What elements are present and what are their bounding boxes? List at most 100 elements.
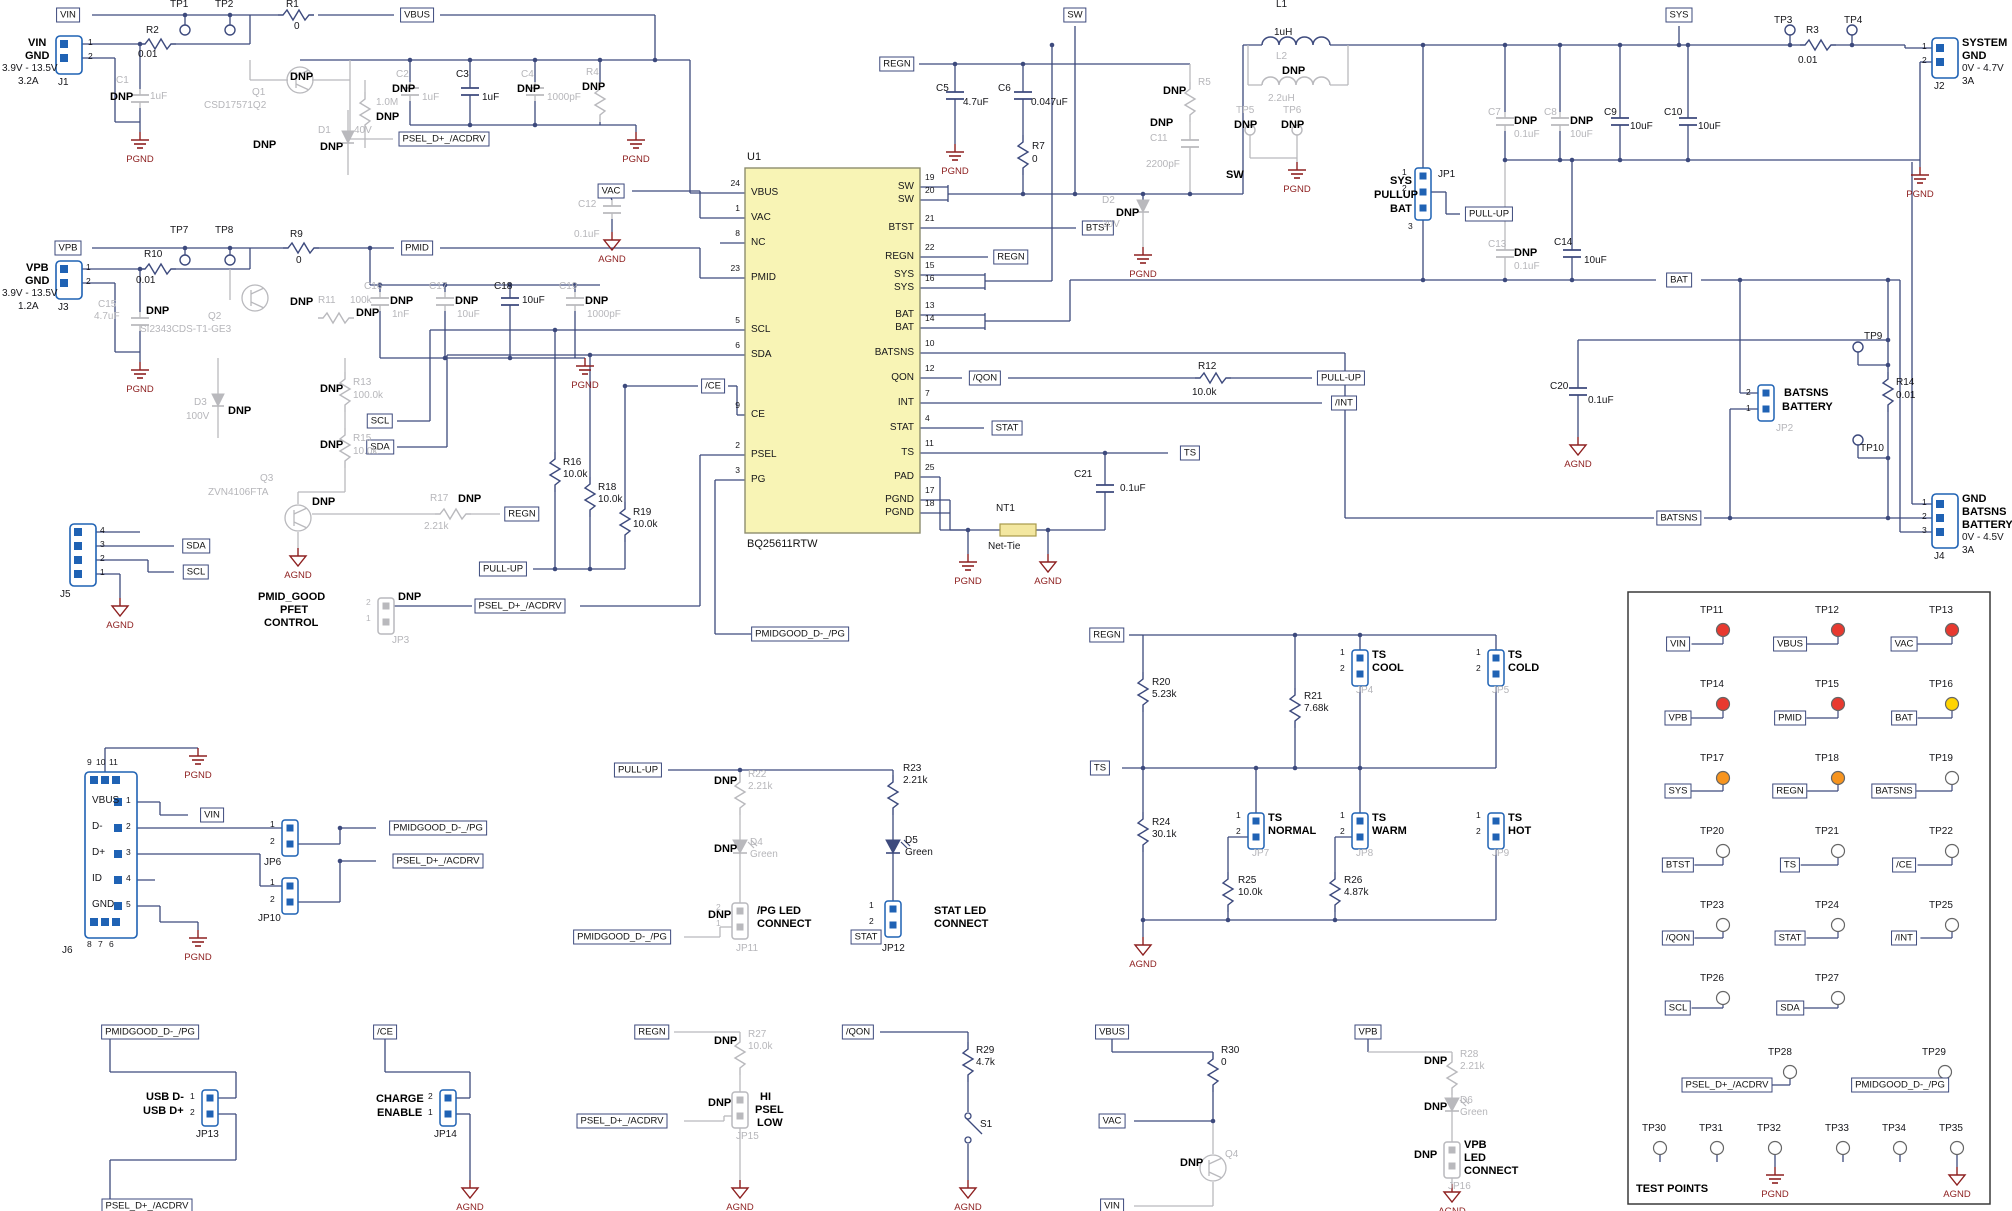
panel-test-point: [1892, 1140, 1908, 1156]
test-points-panel: [1627, 591, 1991, 1205]
resistor-symbol: [733, 775, 747, 815]
junction-dot: [1072, 191, 1078, 197]
ground-label: PGND: [1129, 269, 1157, 280]
jumper-pin: [382, 602, 390, 610]
connector-pin: [112, 776, 120, 784]
resistor-symbol: [618, 502, 632, 542]
connector-body: [69, 523, 97, 587]
panel-test-point: [1830, 917, 1846, 933]
junction-dot: [652, 57, 658, 63]
jumper-pin: [382, 618, 390, 626]
junction-dot: [367, 245, 373, 251]
led-symbol: [1444, 1097, 1460, 1113]
junction-dot: [1292, 765, 1298, 771]
resistor-symbol: [1136, 812, 1150, 852]
jumper-pin: [1252, 817, 1260, 825]
ground-agnd-icon: [460, 1187, 480, 1200]
junction-dot: [1140, 917, 1146, 923]
connector-pin: [1936, 528, 1944, 536]
panel-test-point: [1937, 1064, 1953, 1080]
resistor-symbol: [1288, 688, 1302, 728]
junction-dot: [442, 355, 448, 361]
jumper-body: [731, 1091, 749, 1129]
resistor-symbol: [1800, 38, 1836, 52]
jumper-body: [1487, 812, 1505, 850]
panel-test-point: [1782, 1064, 1798, 1080]
ground-label: PGND: [126, 384, 154, 395]
ground-agnd-icon: [1947, 1174, 1967, 1187]
junction-dot: [1357, 632, 1363, 638]
connector-pin: [1936, 58, 1944, 66]
resistor-symbol: [1328, 872, 1342, 912]
junction-dot: [1187, 191, 1193, 197]
junction-dot: [1685, 157, 1691, 163]
junction-dot: [1045, 527, 1051, 533]
connector-pin: [114, 902, 122, 910]
net-tie: [999, 523, 1037, 537]
panel-test-point: [1830, 770, 1846, 786]
panel-test-point: [1949, 1140, 1965, 1156]
junction-dot: [1617, 42, 1623, 48]
resistor-symbol: [318, 311, 354, 325]
ground-label: PGND: [571, 380, 599, 391]
ground-label: AGND: [106, 620, 134, 631]
resistor-symbol: [1206, 1052, 1220, 1092]
ground-label: PGND: [126, 154, 154, 165]
junction-dot: [1727, 515, 1733, 521]
jumper-pin: [206, 1110, 214, 1118]
jumper-pin: [736, 907, 744, 915]
transistor-symbol: [1208, 1171, 1223, 1179]
junction-dot: [467, 57, 473, 63]
junction-dot: [965, 527, 971, 533]
jumper-pin: [1492, 817, 1500, 825]
ground-agnd-icon: [958, 1187, 978, 1200]
connector-pin: [60, 265, 68, 273]
junction-dot: [507, 355, 513, 361]
jumper-pin: [1356, 670, 1364, 678]
ground-agnd-icon: [1442, 1191, 1462, 1204]
connector-pin: [112, 918, 120, 926]
junction-dot: [552, 566, 558, 572]
junction-dot: [1020, 61, 1026, 67]
jumper-pin: [736, 1112, 744, 1120]
ic-body: [744, 167, 921, 534]
resistor-symbol: [1183, 82, 1197, 122]
panel-test-point: [1944, 843, 1960, 859]
resistor-symbol: [283, 241, 319, 255]
resistor-symbol: [278, 8, 314, 22]
transistor-symbol: [250, 287, 265, 295]
switch-s1: [965, 1117, 983, 1135]
junction-dot: [1676, 42, 1682, 48]
panel-test-point: [1715, 696, 1731, 712]
panel-test-point: [1715, 917, 1731, 933]
jumper-body: [281, 877, 299, 915]
ground-label: AGND: [954, 1202, 982, 1211]
transistor-symbol: [295, 83, 310, 91]
connector-pin: [114, 850, 122, 858]
ground-label: AGND: [1943, 1189, 1971, 1200]
panel-test-point: [1944, 622, 1960, 638]
ground-agnd-icon: [730, 1187, 750, 1200]
inductor-symbol: [1261, 76, 1331, 86]
junction-dot: [442, 282, 448, 288]
transistor-symbol: [293, 521, 308, 529]
ground-label: AGND: [1129, 959, 1157, 970]
connector-body: [55, 260, 83, 300]
jumper-pin: [444, 1094, 452, 1102]
transistor-symbol: [284, 504, 312, 532]
junction-dot: [1737, 277, 1743, 283]
ground-label: AGND: [284, 570, 312, 581]
junction-dot: [1140, 191, 1146, 197]
junction-dot: [407, 57, 413, 63]
test-point: [179, 254, 191, 266]
led-symbol: [885, 839, 901, 855]
resistor-symbol: [593, 82, 607, 122]
resistor-symbol: [1136, 672, 1150, 712]
jumper-body: [1247, 812, 1265, 850]
connector-body: [55, 35, 83, 75]
connector-pin: [114, 798, 122, 806]
junction-dot: [182, 12, 188, 18]
junction-dot: [1420, 42, 1426, 48]
ground-label: PGND: [184, 770, 212, 781]
resistor-symbol: [140, 262, 176, 276]
